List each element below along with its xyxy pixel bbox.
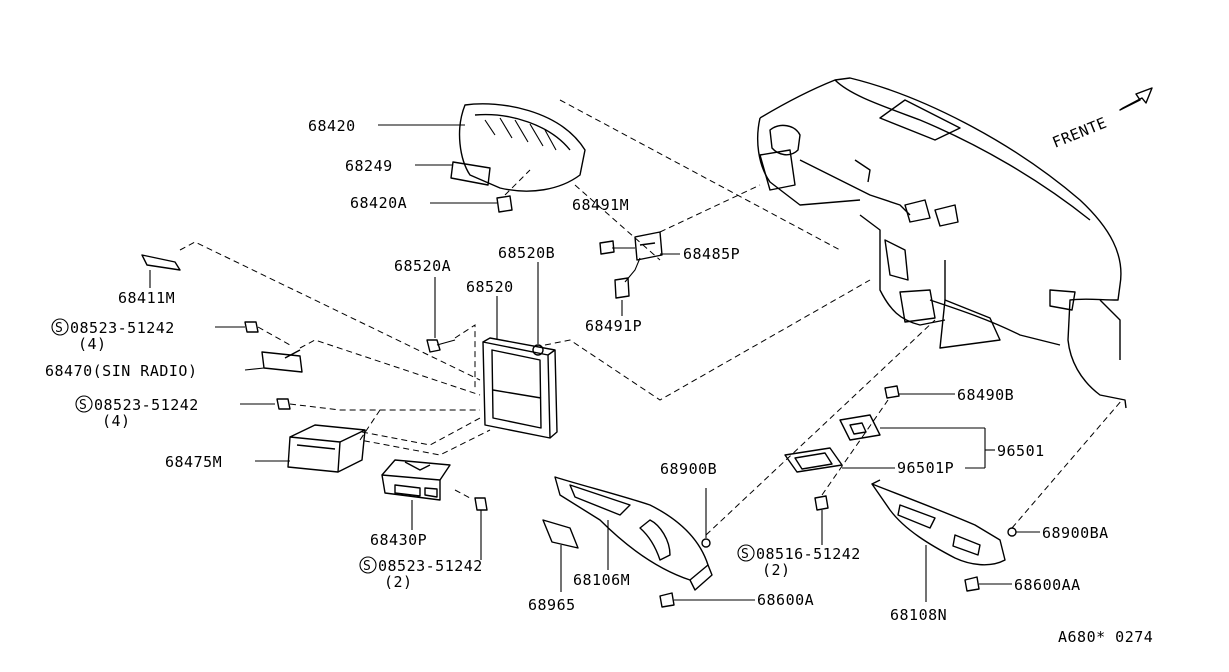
label-68475M: 68475M [165,453,222,471]
part-68249 [450,161,491,186]
cluster-hood [458,103,586,192]
nut-68520B [532,344,544,356]
label-68430P: 68430P [370,531,427,549]
label-68600AA: 68600AA [1014,576,1081,594]
screw-08523-b [276,398,291,410]
clip-68900B [701,538,711,548]
panel-68965 [542,519,579,549]
front-direction-arrow: FRENTE [1050,87,1153,152]
clip-68490B [884,385,900,399]
clip-68491P [614,277,630,299]
svg-text:S: S [363,559,371,574]
screw-spec-a: S [51,318,69,336]
pocket-68475M [287,424,366,473]
label-68900B: 68900B [660,460,717,478]
bracket-68485P [634,231,663,261]
label-68520B: 68520B [498,244,555,262]
svg-text:S: S [741,547,749,562]
label-68490B: 68490B [957,386,1014,404]
label-08516: 08516-51242 [756,545,861,563]
label-08523-a-qty: (4) [78,335,107,353]
screw-spec-d: S [737,544,755,562]
label-68520A: 68520A [394,257,451,275]
screw-spec-c: S [359,556,377,574]
label-68520: 68520 [466,278,514,296]
label-68420A: 68420A [350,194,407,212]
label-08523-a: 08523-51242 [70,319,175,337]
label-96501P: 96501P [897,459,954,477]
screw-68420A [496,195,513,213]
screw-68600AA [964,576,980,592]
instrument-panel [757,77,1127,409]
part-68411M [141,254,181,271]
label-68106M: 68106M [573,571,630,589]
label-08523-c: 08523-51242 [378,557,483,575]
label-68108N: 68108N [890,606,947,624]
label-68491P: 68491P [585,317,642,335]
tray-96501P [784,447,843,473]
label-68470: 68470(SIN RADIO) [45,362,198,380]
label-68965: 68965 [528,596,576,614]
label-68900BA: 68900BA [1042,524,1109,542]
radio-bezel-68520 [482,337,558,439]
bracket-96501 [839,414,881,441]
label-96501: 96501 [997,442,1045,460]
svg-text:S: S [79,398,87,413]
svg-text:S: S [55,321,63,336]
label-68249: 68249 [345,157,393,175]
lower-cover-68106M [554,476,713,591]
lower-cover-68108N [871,479,1006,566]
screw-08523-c [474,497,488,511]
label-68491M: 68491M [572,196,629,214]
label-68600A: 68600A [757,591,814,609]
diagram-code: A680* 0274 [1058,628,1153,646]
label-08516-qty: (2) [762,561,791,579]
label-08523-b-qty: (4) [102,412,131,430]
front-label: FRENTE [1050,114,1110,152]
ashtray-68430P [381,459,451,501]
label-08523-c-qty: (2) [384,573,413,591]
screw-spec-b: S [75,395,93,413]
label-68420: 68420 [308,117,356,135]
clip-68491M [599,240,615,255]
label-68411M: 68411M [118,289,175,307]
bracket-68470 [261,349,303,373]
screw-68520A [426,339,456,353]
label-08523-b: 08523-51242 [94,396,199,414]
label-68485P: 68485P [683,245,740,263]
screw-08523-a [244,321,259,333]
clip-68900BA [1007,527,1017,537]
screw-68600A [659,592,675,608]
screw-08516 [814,495,829,511]
